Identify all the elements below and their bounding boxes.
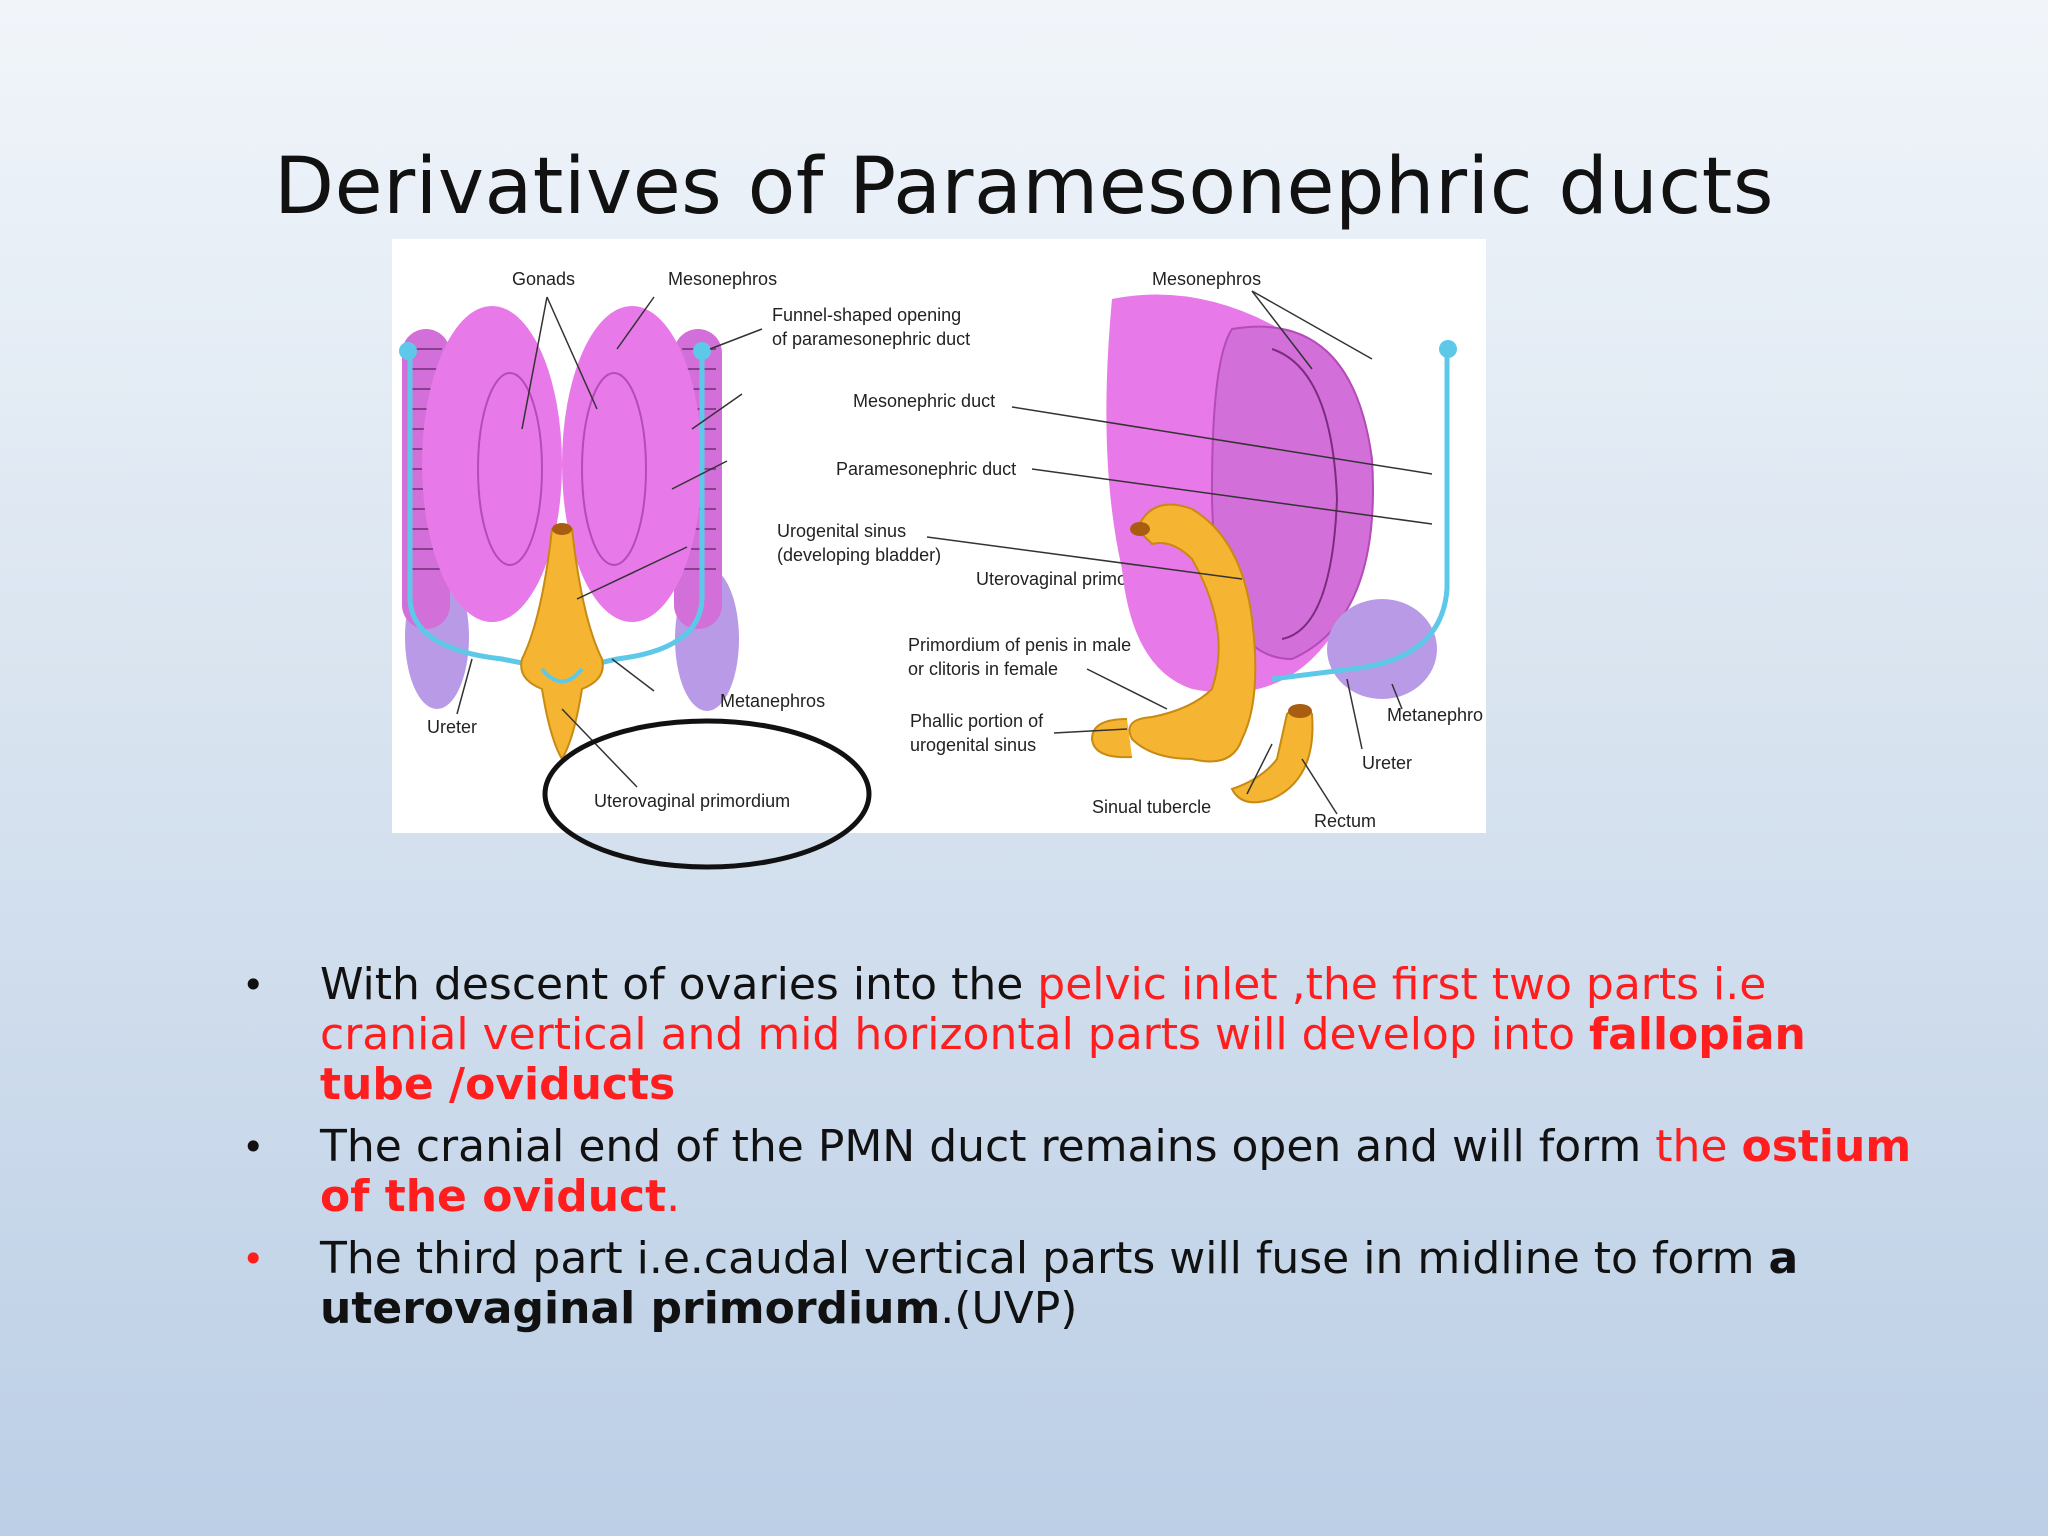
bullet-marker: • [242,1125,265,1169]
bullet-2-emphasis: ostium of the oviduct [320,1121,1912,1222]
bullet-2-period: . [666,1171,681,1222]
label-funnel-1: Funnel-shaped opening [772,305,961,325]
gonad-left-shape [422,306,562,622]
bullet-3-suffix: .(UVP) [940,1283,1078,1334]
embryology-diagram: Gonads Mesonephros Funnel-shaped opening… [392,239,1486,833]
bullet-2-text: The cranial end of the PMN duct remains … [320,1121,1656,1172]
label-primordium-penis-2: or clitoris in female [908,659,1058,679]
label-ureter-right: Ureter [1362,753,1412,773]
metanephros-lateral-shape [1327,599,1437,699]
urogenital-sinus-lateral-shape [1128,503,1257,763]
duct-right-path [571,349,705,672]
label-mesonephric-duct: Mesonephric duct [853,391,995,411]
gonad-lateral-shape [1210,325,1374,661]
bullet-marker: • [242,963,265,1007]
bullet-1-text: With descent of ovaries into the [320,959,1038,1010]
bullet-3-text: The third part i.e.caudal vertical parts… [320,1233,1769,1284]
bullet-item-2: • The cranial end of the PMN duct remain… [236,1122,1916,1222]
label-ureter-left: Ureter [427,717,477,737]
bullet-item-3: • The third part i.e.caudal vertical par… [236,1234,1916,1334]
label-mesonephros-right: Mesonephros [1152,269,1261,289]
bullet-1-highlight: pelvic inlet ,the first two parts i.e cr… [320,959,1767,1060]
label-phallic-2: urogenital sinus [910,735,1036,755]
label-urogenital-sinus-2: (developing bladder) [777,545,941,565]
bullet-2-highlight: the [1655,1121,1742,1172]
label-urogenital-sinus-1: Urogenital sinus [777,521,906,541]
bullet-3-emphasis: a uterovaginal primordium [320,1233,1799,1334]
label-gonads: Gonads [512,269,575,289]
diagram-drawing: Gonads Mesonephros Funnel-shaped opening… [399,269,1483,831]
label-metanephros-left: Metanephros [720,691,825,711]
bullet-item-1: • With descent of ovaries into the pelvi… [236,960,1916,1110]
slide-title: Derivatives of Paramesonephric ducts [274,142,1774,232]
label-uterovaginal-primordium-left: Uterovaginal primordium [594,791,790,811]
label-mesonephros-left: Mesonephros [668,269,777,289]
label-phallic-1: Phallic portion of [910,711,1044,731]
label-primordium-penis-1: Primordium of penis in male [908,635,1131,655]
duct-lateral-path [1271,349,1450,682]
bullet-list: • With descent of ovaries into the pelvi… [236,960,1916,1346]
label-sinual-tubercle: Sinual tubercle [1092,797,1211,817]
label-rectum: Rectum [1314,811,1376,831]
phallic-shape [1090,718,1133,759]
label-metanephros-right: Metanephro [1387,705,1483,725]
gonad-right-shape [562,306,702,622]
bullet-1-emphasis: fallopian tube /oviducts [320,1009,1806,1110]
label-funnel-2: of paramesonephric duct [772,329,970,349]
bullet-marker: • [242,1237,265,1281]
label-paramesonephric-duct: Paramesonephric duct [836,459,1016,479]
duct-left-path [407,349,553,672]
